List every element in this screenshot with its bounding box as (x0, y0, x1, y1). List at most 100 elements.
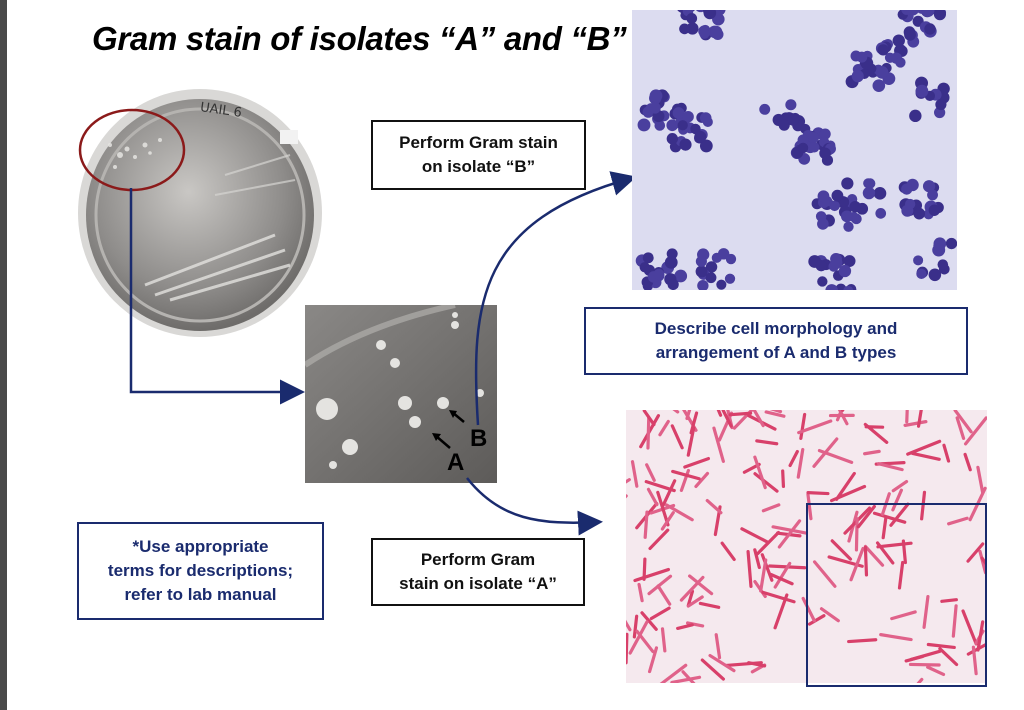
colony-label-b: B (470, 425, 488, 452)
bacillus-cell (656, 490, 670, 527)
bacillus-cell (922, 594, 930, 629)
coccus-cell (928, 204, 941, 216)
coccus-cell (829, 200, 840, 212)
bacillus-cell (755, 439, 779, 446)
bacillus-cell (645, 463, 656, 482)
bacillus-cell (632, 614, 639, 639)
coccus-cell (711, 252, 722, 263)
bacillus-cell (796, 447, 805, 479)
coccus-cell (875, 66, 889, 79)
bacillus-cell (759, 558, 768, 593)
bacillus-cell (773, 561, 792, 589)
coccus-cell (666, 133, 679, 145)
bacillus-cell (847, 638, 878, 644)
bacillus-cell (807, 614, 826, 626)
coccus-cell (674, 269, 688, 283)
coccus-cell (807, 131, 819, 144)
slide-title: Gram stain of isolates “A” and “B” (92, 20, 627, 57)
colony-closeup-image (305, 305, 497, 483)
bacillus-cell (788, 449, 799, 468)
coccus-cell (713, 10, 726, 16)
coccus-cell (695, 255, 707, 267)
coccus-cell (877, 44, 889, 56)
bacillus-cell (916, 410, 923, 428)
coccus-cell (909, 109, 922, 123)
colony-pointer-arrows (432, 410, 465, 449)
bacillus-cell (637, 582, 644, 603)
bacillus-cell (951, 604, 958, 638)
bacillus-cell (961, 609, 978, 646)
coccus-cell (945, 237, 957, 250)
bacillus-cell (721, 410, 733, 428)
bacillus-cell (658, 419, 670, 437)
coccus-cell (702, 10, 716, 17)
coccus-cell (843, 221, 854, 232)
bacillus-cell (761, 503, 781, 513)
bacillus-cell (953, 410, 973, 434)
bacillus-cell (720, 541, 736, 562)
bacillus-cell (649, 606, 671, 621)
coccus-cell (900, 10, 910, 12)
bacillus-cell (760, 553, 774, 582)
bacillus-cell (872, 511, 907, 524)
bacillus-cell (897, 560, 905, 590)
bacillus-cell (705, 498, 723, 515)
bacillus-cell (940, 598, 958, 603)
coccus-cell (710, 25, 723, 39)
bacillus-cell (830, 539, 853, 561)
box-use-terms-line2: terms for descriptions; (107, 561, 294, 580)
bacillus-cell (781, 469, 786, 489)
coccus-cell (928, 268, 942, 282)
coccus-cell (843, 285, 854, 290)
coccus-cell (724, 273, 736, 284)
coccus-cell (819, 147, 831, 160)
coccus-cell (649, 89, 663, 103)
cocci-micrograph (632, 10, 957, 290)
bacillus-cell (875, 541, 895, 565)
coccus-cell (759, 103, 771, 115)
box-stain-a-line1: Perform Gram (420, 550, 536, 569)
bacillus-cell (661, 479, 677, 507)
bacillus-cell (761, 590, 796, 604)
bacillus-cell (670, 424, 684, 450)
coccus-cell (913, 255, 924, 266)
bacillus-cell (910, 451, 941, 461)
coccus-cell (892, 34, 905, 47)
coccus-cell (778, 119, 790, 131)
bacillus-cell (904, 654, 925, 663)
bacillus-cell (753, 472, 779, 493)
coccus-cell (849, 200, 861, 213)
coccus-cell (901, 183, 913, 195)
bacillus-cell (891, 488, 903, 512)
bacillus-cell (881, 516, 888, 540)
bacillus-cell (849, 546, 865, 582)
box-stain-b-line1: Perform Gram stain (399, 133, 558, 152)
bacillus-cell (752, 410, 765, 428)
bacillus-cell (642, 410, 656, 427)
coccus-cell (705, 261, 718, 273)
coccus-cell (716, 279, 727, 290)
coccus-cell (642, 252, 654, 264)
bacillus-cell (648, 528, 670, 551)
bacillus-cell (926, 642, 956, 650)
coccus-cell (927, 189, 938, 201)
bacillus-cell (644, 480, 676, 493)
coccus-cell (843, 255, 856, 267)
bacillus-cell (646, 487, 659, 507)
bacillus-cell (890, 610, 917, 621)
bacillus-cell (801, 596, 816, 623)
coccus-cell (924, 23, 936, 35)
coccus-cell (922, 180, 936, 193)
bacillus-cell (670, 675, 702, 683)
left-border (0, 0, 7, 710)
bacillus-cell (854, 517, 859, 552)
bacillus-cell (806, 492, 813, 521)
bacillus-cell (942, 443, 951, 463)
bacillus-cell (906, 439, 942, 456)
bacillus-cell (889, 502, 910, 527)
bacillus-cell (966, 542, 985, 563)
bacillus-cell (777, 519, 802, 549)
bacillus-cell (812, 437, 839, 468)
box-use-terms-line1: *Use appropriate (132, 537, 269, 556)
